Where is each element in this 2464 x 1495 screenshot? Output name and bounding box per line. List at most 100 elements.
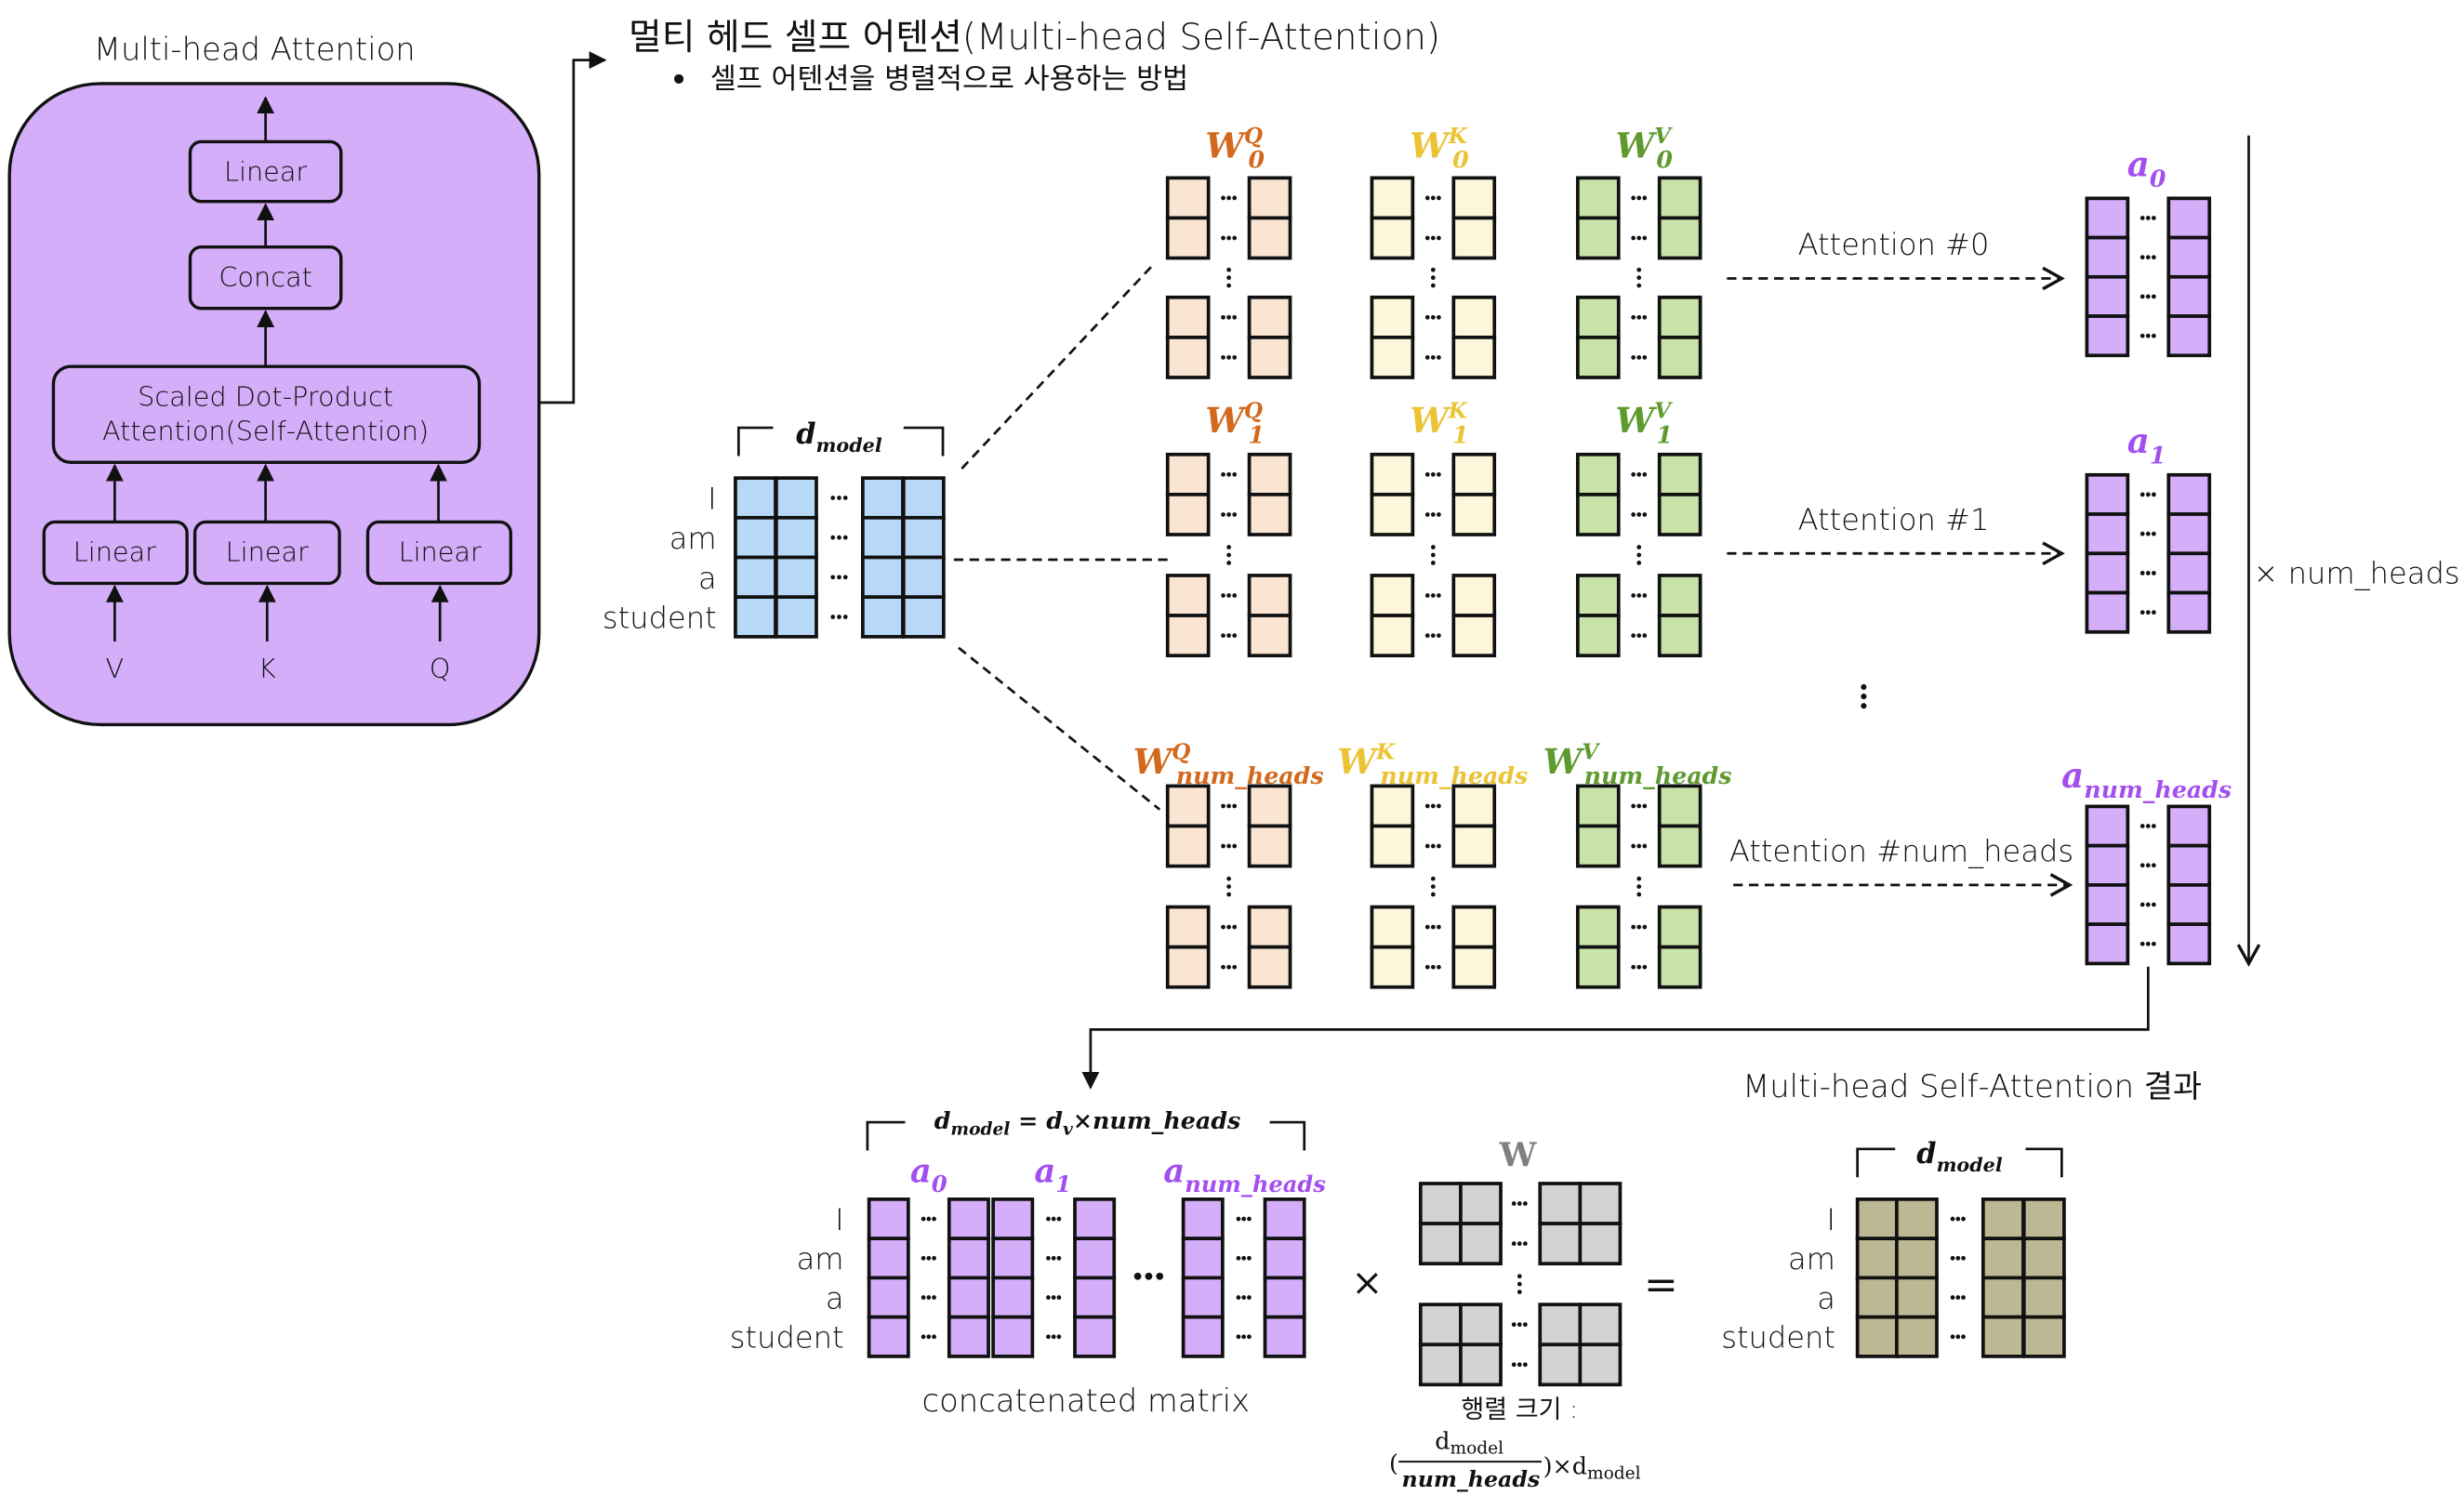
matrix-cell [2021, 1197, 2066, 1240]
matrix-cell [1165, 784, 1211, 828]
matrix-cell [1575, 295, 1621, 339]
matrix-cell [2021, 1237, 2066, 1280]
head-output-matrix: anum_heads [2061, 755, 2232, 966]
horizontal-ellipsis-icon [1221, 633, 1238, 638]
matrix-cell [1575, 574, 1621, 617]
matrix-cell [947, 1197, 990, 1240]
concat-ellipsis-icon [1133, 1272, 1164, 1280]
matrix-cell [1451, 945, 1497, 989]
vertical-ellipsis-icon [1430, 545, 1436, 565]
matrix-cell [2085, 274, 2130, 318]
matrix-cell [1370, 945, 1415, 989]
token-label: student [1721, 1320, 1835, 1356]
matrix-cell [991, 1315, 1035, 1358]
matrix-cell [901, 555, 946, 600]
horizontal-ellipsis-icon [1511, 1241, 1528, 1246]
matrix-cell [1370, 824, 1415, 868]
encoder-block: Multi-head Attention Linear Concat Scale… [7, 32, 541, 727]
matrix-cell [1418, 1182, 1463, 1225]
weight-column [1165, 784, 1211, 868]
matrix-cell [1370, 493, 1415, 536]
matrix-cell [1247, 945, 1292, 989]
horizontal-ellipsis-icon [1236, 1295, 1252, 1300]
matrix-cell [1657, 784, 1702, 828]
matrix-cell [1165, 176, 1211, 220]
attention-label-line2: Attention(Self-Attention) [102, 416, 429, 447]
weight-column [1247, 574, 1292, 657]
matrix-cell [1575, 614, 1621, 657]
attention-label-line1: Scaled Dot-Product [138, 380, 393, 412]
head-output-label: a0 [2127, 144, 2166, 192]
matrix-cell [947, 1276, 990, 1319]
matrix-cell [1370, 905, 1415, 949]
weight-column [1165, 574, 1211, 657]
matrix-cell [1657, 574, 1702, 617]
matrix-cell [734, 555, 777, 600]
matrix-cell [2085, 314, 2130, 358]
weight-column [1657, 176, 1702, 260]
matrix-cell [2166, 804, 2212, 848]
matrix-cell [1855, 1276, 1900, 1319]
matrix-cell [2085, 196, 2130, 240]
matrix-cell [901, 476, 946, 520]
horizontal-ellipsis-icon [830, 496, 848, 500]
input-matrix-column [901, 476, 946, 639]
weight-column [1247, 784, 1292, 868]
matrix-cell [775, 555, 818, 600]
matrix-cell [1247, 784, 1292, 828]
attention-label: Attention #1 [1798, 502, 1990, 537]
matrix-cell [1165, 336, 1211, 379]
matrix-cell [1895, 1237, 1939, 1280]
weight-column [1247, 452, 1292, 536]
vertical-ellipsis-icon [1517, 1274, 1522, 1294]
input-k-label: K [258, 653, 276, 684]
result-column [1895, 1197, 1939, 1358]
horizontal-ellipsis-icon [1511, 1201, 1528, 1206]
horizontal-ellipsis-icon [1631, 924, 1648, 930]
matrix-cell [901, 515, 946, 560]
weight-size-numerator: dmodel [1435, 1427, 1504, 1459]
head-output-label: a1 [2127, 420, 2166, 469]
matrix-cell [2085, 235, 2130, 279]
matrix-cell [1459, 1182, 1503, 1225]
matrix-cell [1370, 216, 1415, 260]
matrix-cell [2085, 883, 2130, 926]
horizontal-ellipsis-icon [1950, 1295, 1966, 1300]
matrix-cell [1578, 1222, 1623, 1266]
linear-box-k: Linear [192, 520, 341, 586]
horizontal-ellipsis-icon [921, 1216, 936, 1222]
weight-block [1418, 1303, 1503, 1387]
matrix-cell [1451, 295, 1497, 339]
input-q-label: Q [430, 653, 451, 684]
horizontal-ellipsis-icon [2139, 216, 2156, 220]
weight-column [1575, 452, 1621, 536]
horizontal-ellipsis-icon [1950, 1255, 1966, 1261]
matrix-cell [1263, 1315, 1306, 1358]
vertical-ellipsis-icon [1430, 876, 1436, 897]
result-title: Multi-head Self-Attention 결과 [1742, 1068, 2202, 1105]
matrix-cell [1980, 1237, 2025, 1280]
matrix-cell [1657, 452, 1702, 496]
weight-column [1575, 176, 1621, 260]
horizontal-ellipsis-icon [1631, 195, 1648, 201]
horizontal-ellipsis-icon [1950, 1334, 1966, 1340]
matrix-cell [1263, 1197, 1306, 1240]
weight-column [1451, 784, 1497, 868]
input-dimension-label: dmodel [796, 417, 882, 456]
head-output-label: anum_heads [2061, 755, 2232, 803]
fanout-line-headn [958, 646, 1161, 811]
horizontal-ellipsis-icon [1424, 512, 1441, 517]
matrix-cell [867, 1237, 910, 1280]
concat-column [1263, 1197, 1306, 1358]
weight-block [1418, 1182, 1503, 1266]
matrix-cell [1657, 905, 1702, 949]
matrix-cell [2166, 235, 2212, 279]
matrix-cell [1247, 824, 1292, 868]
